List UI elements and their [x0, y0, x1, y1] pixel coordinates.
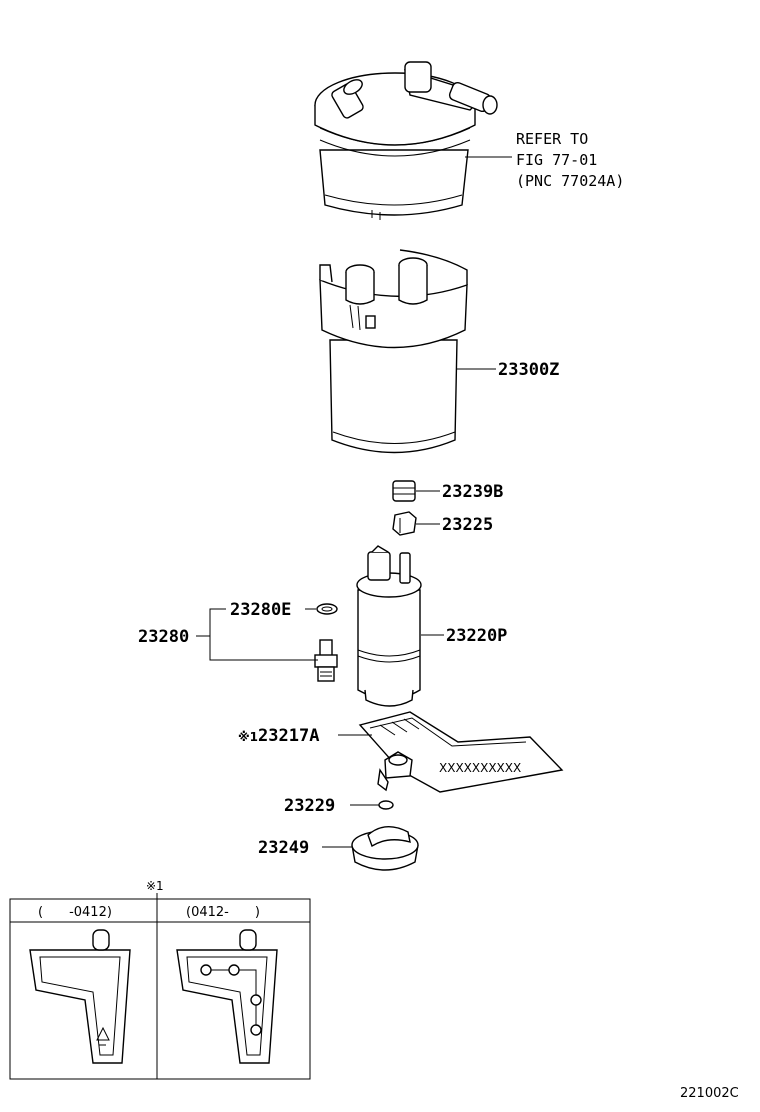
fuel-pump-23220p	[356, 545, 422, 707]
fuel-filter-23300z	[319, 249, 468, 454]
label-23280: 23280	[138, 627, 189, 647]
part-23229	[378, 800, 394, 810]
refer-note-line2: FIG 77-01	[516, 151, 597, 169]
part-23280-fitting	[314, 639, 338, 682]
filter-code-text: XXXXXXXXXX	[439, 761, 521, 775]
part-23239b	[392, 480, 416, 502]
marker-1: ※1	[238, 730, 258, 744]
inset-right-header: (0412- )	[186, 905, 260, 920]
inset-left-filter	[29, 929, 131, 1064]
inset-left-header: ( -0412)	[38, 905, 112, 920]
label-23229: 23229	[284, 796, 335, 816]
label-23217a-num: 23217A	[258, 726, 319, 746]
refer-note-line1: REFER TO	[516, 130, 588, 148]
inset-marker-1: ※1	[146, 879, 164, 893]
suction-filter-23217a	[358, 711, 564, 793]
label-23300z: 23300Z	[498, 360, 559, 380]
label-23220p: 23220P	[446, 626, 507, 646]
label-23280e: 23280E	[230, 600, 291, 620]
label-23217a: ※123217A	[238, 726, 319, 746]
part-23280e	[316, 603, 338, 615]
refer-note-line3: (PNC 77024A)	[516, 172, 624, 190]
fuel-filter-cap	[314, 61, 498, 220]
inset-box: ※1 ( -0412) (0412- )	[9, 879, 311, 1080]
part-23225	[392, 511, 417, 536]
label-23225: 23225	[442, 515, 493, 535]
label-23249: 23249	[258, 838, 309, 858]
part-23249	[351, 826, 419, 871]
inset-right-filter	[176, 929, 278, 1064]
figure-code: 221002C	[680, 1086, 739, 1101]
label-23239b: 23239B	[442, 482, 503, 502]
